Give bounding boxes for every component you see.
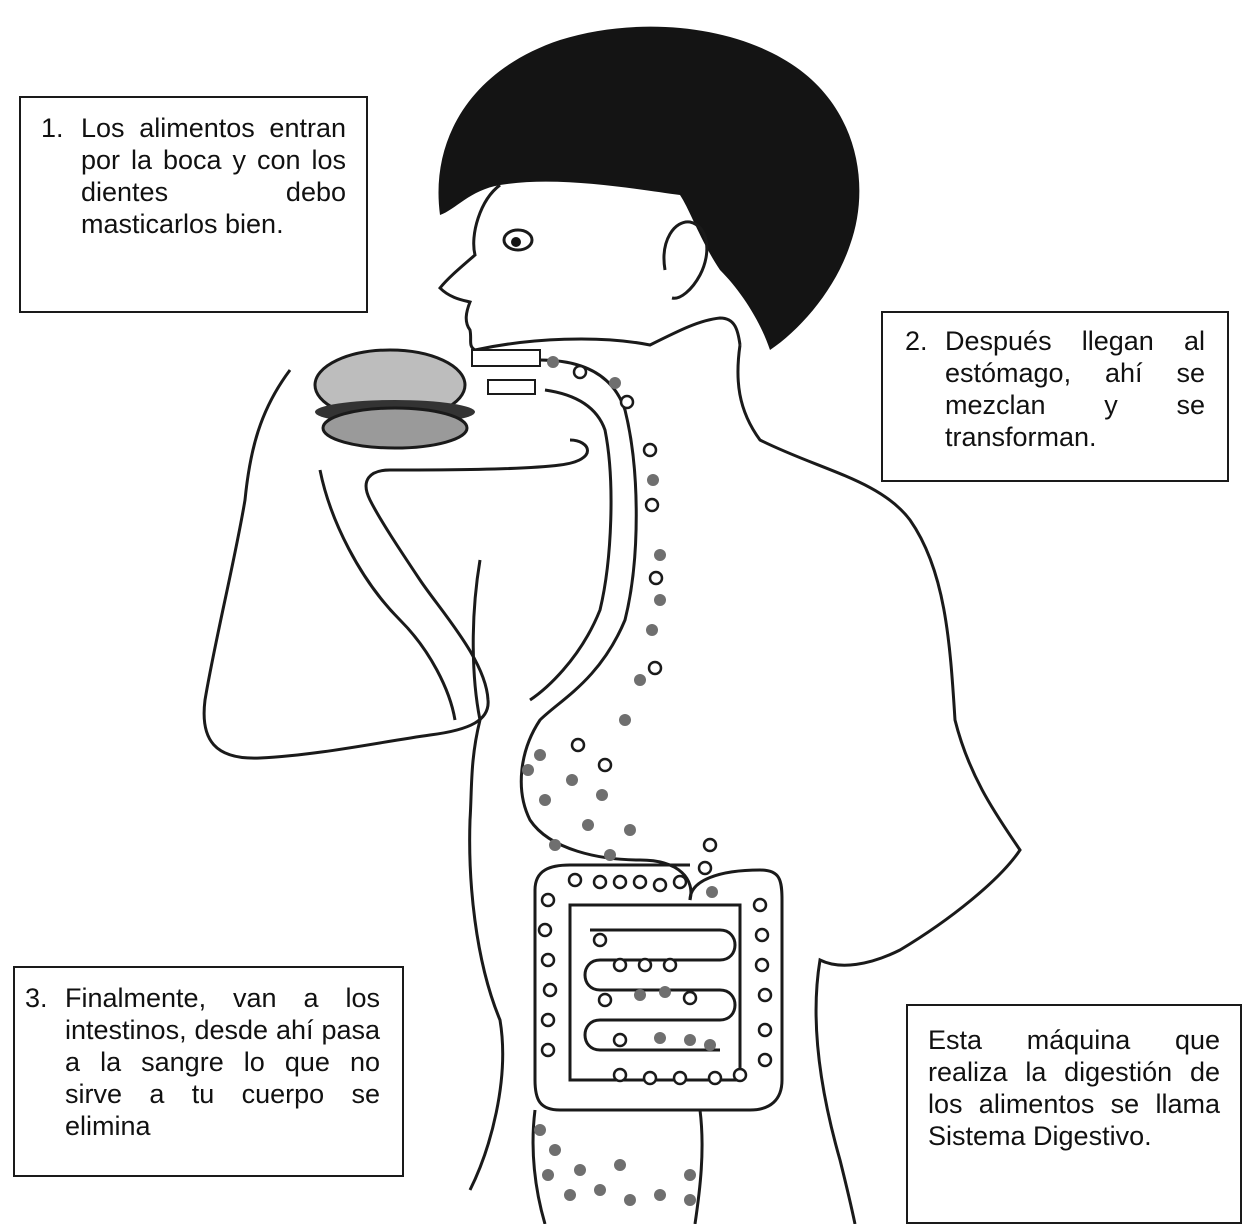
step-number: 1. [41,112,81,311]
food-particle [614,959,626,971]
food-particle [614,1034,626,1046]
burger-bottom-bun [323,408,467,448]
food-particle [646,499,658,511]
food-particle [619,714,631,726]
food-particle [756,929,768,941]
food-particle [674,1072,686,1084]
arm-inner [320,470,455,720]
food-particle [544,984,556,996]
food-particle [634,876,646,888]
food-particle [566,774,578,786]
step-text: Después llegan al estómago, ahí se mezcl… [945,325,1205,480]
food-particle [649,662,661,674]
food-particle [706,886,718,898]
food-particle [704,839,716,851]
food-particle [542,1014,554,1026]
food-particle [539,924,551,936]
food-particle [644,444,656,456]
food-particle [754,899,766,911]
food-particle [650,572,662,584]
food-particle [539,794,551,806]
food-particle [609,377,621,389]
esophagus-tract-inner [530,390,611,700]
food-particle [547,356,559,368]
food-particle [574,366,586,378]
conclusion-text: Esta máquina que realiza la digestión de… [928,1024,1220,1152]
food-particle [599,994,611,1006]
torso-left [470,560,503,1190]
food-particle [574,1164,586,1176]
food-particle [664,959,676,971]
food-particle [614,1069,626,1081]
food-particle [594,876,606,888]
food-particle [684,1034,696,1046]
upper-teeth [472,350,540,366]
food-particle [594,1184,606,1196]
food-particle [684,992,696,1004]
food-particle [654,549,666,561]
food-particle [542,1169,554,1181]
food-particle [596,789,608,801]
step-box-2: 2. Después llegan al estómago, ahí se me… [881,311,1229,482]
food-particle [759,1024,771,1036]
food-particle [654,594,666,606]
step-box-3: 3. Finalmente, van a los intestinos, des… [13,966,404,1177]
food-particle [634,989,646,1001]
food-particle [542,894,554,906]
food-particle [542,1044,554,1056]
food-particle [734,1069,746,1081]
food-particle [684,1169,696,1181]
food-particle [709,1072,721,1084]
food-particle [704,1039,716,1051]
pupil [511,237,521,247]
hair [439,27,860,350]
lower-teeth [488,380,535,394]
food-particle [594,934,606,946]
food-particle [674,876,686,888]
food-particle [621,396,633,408]
food-particle [759,989,771,1001]
food-particle [654,1032,666,1044]
food-particle [534,749,546,761]
food-particle [569,874,581,886]
food-particle [599,759,611,771]
food-particle [684,1194,696,1206]
food-particle [542,954,554,966]
food-particle [699,862,711,874]
food-particle [644,1072,656,1084]
food-particle [659,986,671,998]
step-text: Finalmente, van a los intestinos, desde … [65,982,380,1175]
food-particle [646,624,658,636]
food-particle [614,1159,626,1171]
food-particle [654,879,666,891]
food-particle [534,1124,546,1136]
food-particle [634,674,646,686]
step-text: Los alimentos entran por la boca y con l… [81,112,346,311]
food-particle [624,1194,636,1206]
food-particle [549,1144,561,1156]
food-particle [624,824,636,836]
food-particle [639,959,651,971]
food-particle [614,876,626,888]
food-particle [564,1189,576,1201]
food-particle [522,764,534,776]
food-particle [582,819,594,831]
food-particle [759,1054,771,1066]
food-particle [756,959,768,971]
conclusion-box: Esta máquina que realiza la digestión de… [906,1004,1242,1224]
food-particle [549,839,561,851]
food-particle [572,739,584,751]
step-number: 3. [25,982,65,1175]
food-particle [647,474,659,486]
step-number: 2. [905,325,945,480]
food-particle [604,849,616,861]
food-particle [654,1189,666,1201]
step-box-1: 1. Los alimentos entran por la boca y co… [19,96,368,313]
